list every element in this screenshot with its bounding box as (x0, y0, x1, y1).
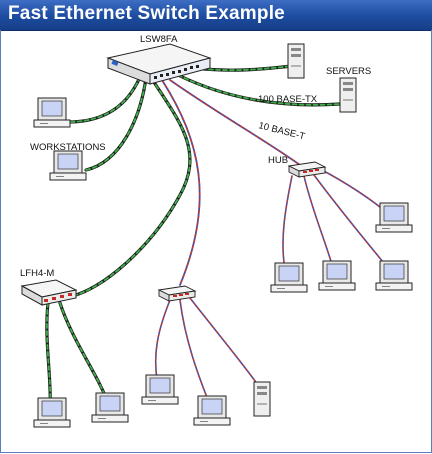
workstation-hub-1 (270, 262, 308, 293)
cable-midhub-ws-b (179, 299, 211, 406)
fast-ethernet-cables (45, 64, 342, 412)
cable-switch-workstation1 (66, 75, 142, 124)
server-tower-midhub (253, 381, 271, 417)
title-bar: Fast Ethernet Switch Example (0, 0, 432, 31)
cable-hub-ws-b (303, 175, 334, 269)
cable-hub-ws-c (313, 174, 389, 269)
cable-hub-ws-a (282, 175, 293, 271)
cable-lfh4m-ws-left (45, 301, 52, 412)
workstations-label: WORKSTATIONS (30, 142, 106, 153)
cable-switch-server2 (176, 73, 342, 107)
workstation-lfh-2 (91, 392, 129, 423)
hub-device (288, 161, 326, 178)
cable-midhub-ws-a (154, 299, 171, 386)
lfh4m-label: LFH4-M (20, 268, 54, 279)
cable-switch-workstation2 (84, 76, 148, 172)
cable-lfh4m-ws-right (58, 301, 110, 405)
cable-switch-midhub (161, 79, 201, 286)
cable-switch-hub (169, 79, 301, 166)
servers-label: SERVERS (326, 66, 371, 77)
server-tower-1 (287, 43, 305, 79)
workstation-2 (49, 150, 87, 181)
cable-midhub-server (189, 297, 259, 386)
workstation-hub-3 (375, 260, 413, 291)
server-tower-2 (339, 77, 357, 113)
lfh4m-device (20, 279, 78, 306)
workstation-midhub-1 (141, 374, 179, 405)
switch-label: LSW8FA (140, 34, 178, 45)
workstation-lfh-1 (33, 397, 71, 428)
page-title: Fast Ethernet Switch Example (8, 3, 285, 24)
workstation-midhub-2 (193, 395, 231, 426)
cable-switch-lfh4m (70, 77, 192, 298)
switch-lsw8fa (106, 43, 212, 85)
speed-t-label: 10 BASE-T (257, 120, 306, 142)
workstation-hub-2 (318, 260, 356, 291)
speed-tx-label: 100 BASE-TX (258, 94, 318, 105)
hub-label: HUB (268, 155, 288, 166)
workstation-1 (33, 97, 71, 128)
workstation-hub-4 (375, 202, 413, 233)
